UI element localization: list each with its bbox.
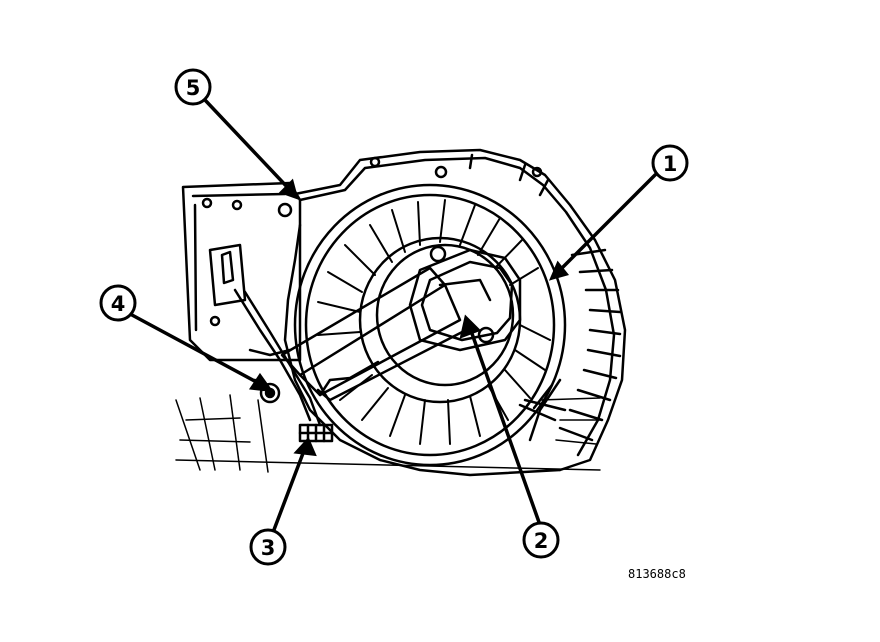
- callout-label-1: 1: [663, 152, 678, 176]
- figure-id: 813688c8: [628, 567, 686, 581]
- callout-circle-5: [174, 68, 212, 106]
- motor-arm: [280, 266, 472, 402]
- blower-wheel: [293, 183, 567, 467]
- housing-hatch: [175, 394, 601, 473]
- leader-line-2: [459, 314, 542, 527]
- callout-label-4: 4: [111, 292, 126, 316]
- callout-circle-4: [99, 284, 137, 322]
- mounting-bracket: [181, 181, 302, 362]
- motor-cover: [408, 248, 522, 352]
- callout-label-3: 3: [261, 536, 276, 560]
- callout-label-2: 2: [534, 529, 549, 553]
- scroll-housing: [283, 148, 627, 477]
- callout-circle-2: [522, 521, 560, 559]
- callout-circle-1: [651, 144, 689, 182]
- callout-label-5: 5: [186, 76, 201, 100]
- leader-line-4: [130, 313, 274, 393]
- electrical-connector: [298, 423, 334, 443]
- leader-line-5: [203, 98, 299, 200]
- leader-line-3: [270, 436, 317, 537]
- leader-line-1: [548, 173, 657, 281]
- callout-circle-3: [249, 528, 287, 566]
